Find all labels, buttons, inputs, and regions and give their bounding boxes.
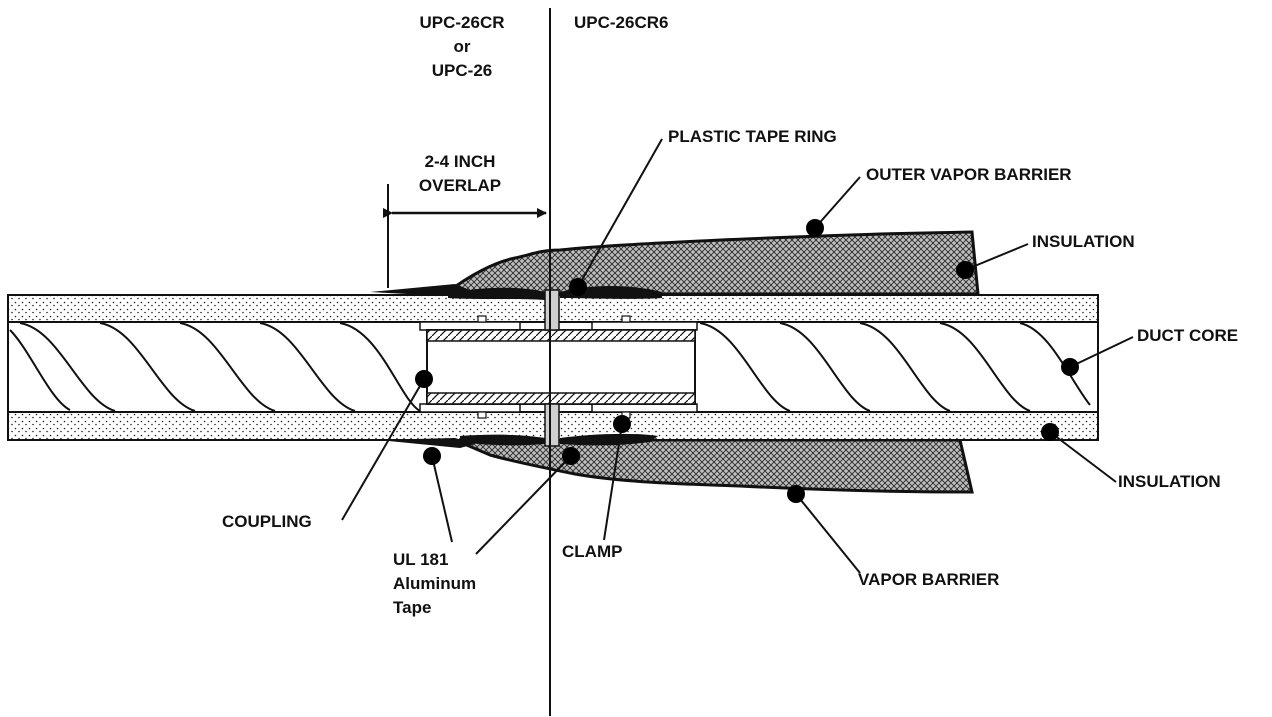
callout-dots (415, 219, 1079, 503)
left-model-line3: UPC-26 (432, 61, 492, 80)
overlap-label-line1: 2-4 INCH (425, 152, 496, 171)
left-model-line1: UPC-26CR (419, 13, 504, 32)
label-tape-line2: Aluminum (393, 574, 476, 593)
label-insulation-bottom: INSULATION (1118, 472, 1221, 491)
right-model: UPC-26CR6 (574, 13, 668, 32)
leader-lines (341, 138, 1134, 574)
outer-vapor-barrier-top (440, 230, 980, 296)
duct-core-helix (9, 322, 1091, 412)
overlap-dimension (383, 184, 547, 288)
coupling-center-bead-bottom (544, 403, 560, 447)
label-vapor-barrier: VAPOR BARRIER (858, 570, 999, 589)
label-clamp: CLAMP (562, 542, 622, 561)
label-duct-core: DUCT CORE (1137, 326, 1238, 345)
label-insulation-top: INSULATION (1032, 232, 1135, 251)
label-tape-line3: Tape (393, 598, 431, 617)
label-plastic-tape-ring: PLASTIC TAPE RING (668, 127, 837, 146)
coupling-sleeve (426, 329, 696, 405)
left-model-line2: or (454, 37, 471, 56)
label-tape-line1: UL 181 (393, 550, 448, 569)
label-outer-vapor-barrier: OUTER VAPOR BARRIER (866, 165, 1072, 184)
overlap-label-line2: OVERLAP (419, 176, 501, 195)
vapor-barrier-bottom (454, 438, 974, 494)
label-coupling: COUPLING (222, 512, 312, 531)
coupling-center-bead-top (544, 289, 560, 331)
